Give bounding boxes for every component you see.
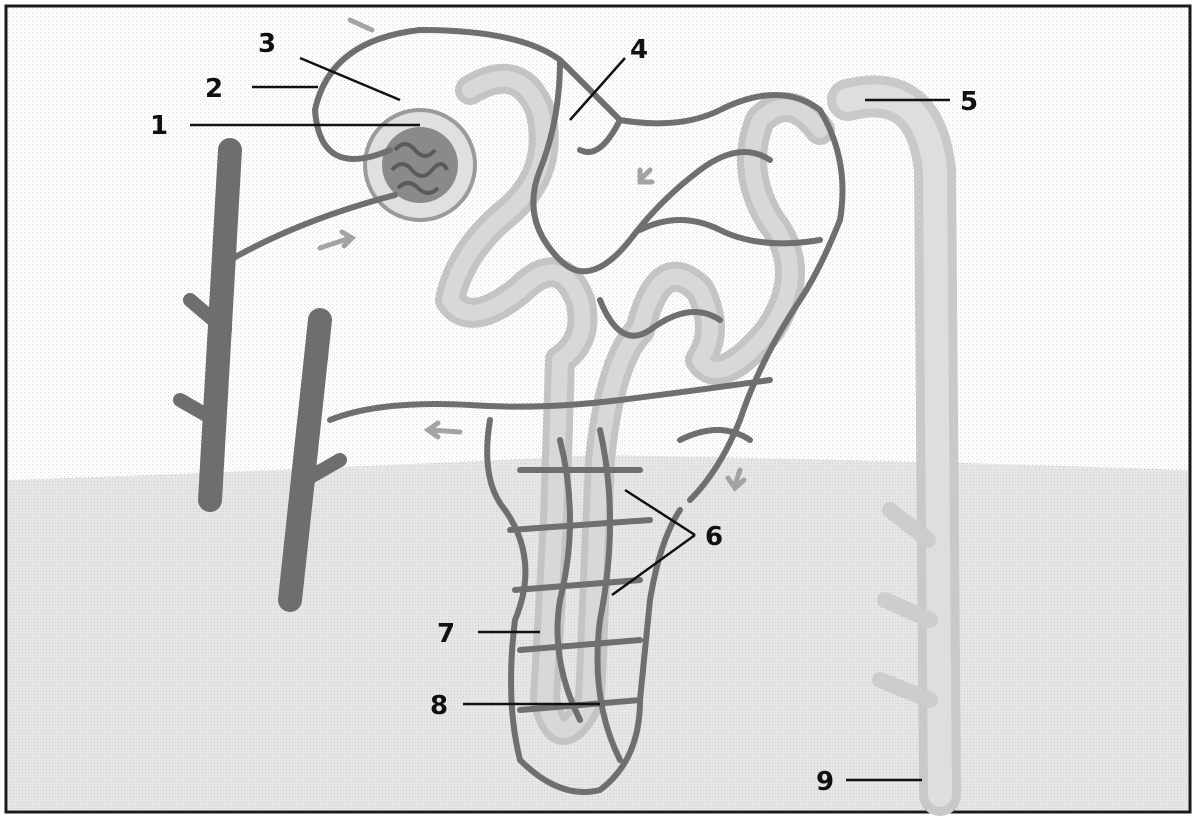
label-6: 6: [705, 522, 723, 552]
label-5: 5: [960, 87, 978, 117]
label-8: 8: [430, 691, 448, 721]
label-1: 1: [150, 111, 168, 141]
label-7: 7: [437, 619, 455, 649]
label-2: 2: [205, 74, 223, 104]
label-3: 3: [258, 29, 276, 59]
label-9: 9: [816, 767, 834, 797]
renal-corpuscle: [365, 110, 475, 220]
label-4: 4: [630, 35, 648, 65]
